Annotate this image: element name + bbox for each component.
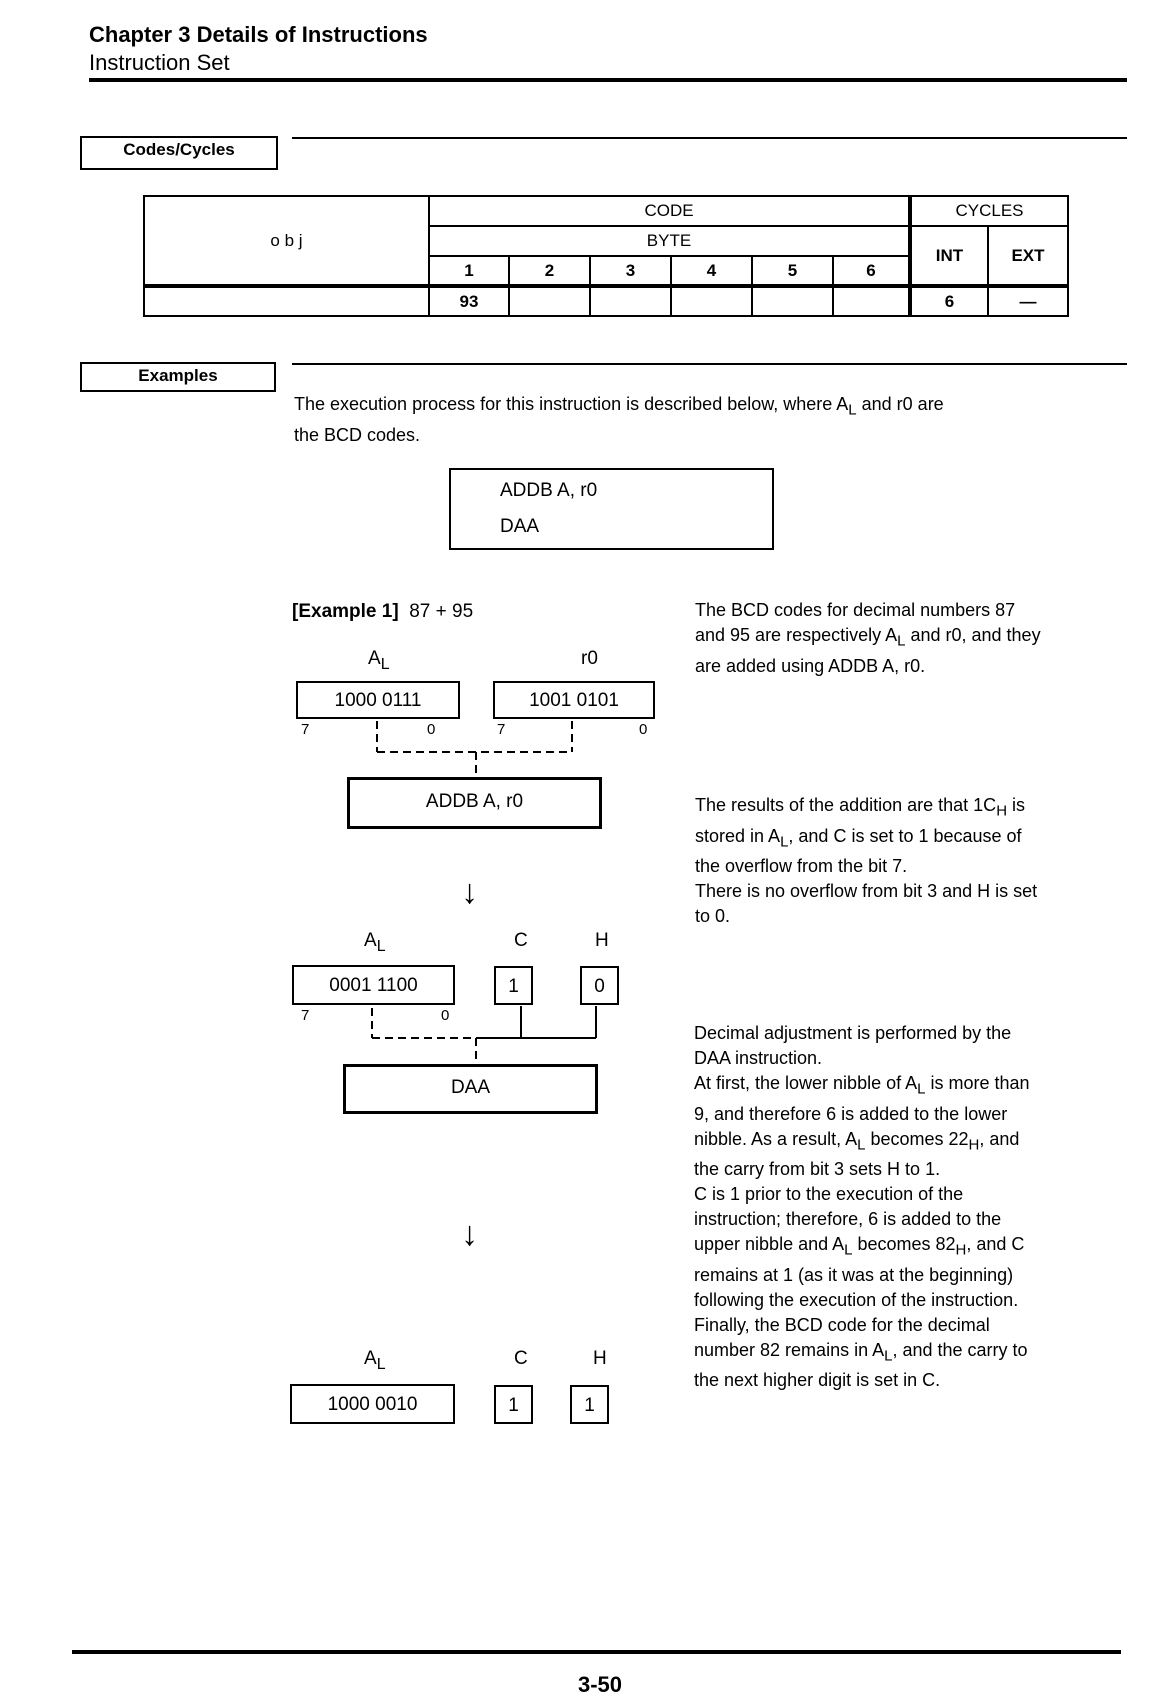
byte-cell: 93 [428,284,510,317]
al-register-initial: 1000 0111 [296,681,460,719]
note-addition-setup: The BCD codes for decimal numbers 87 and… [695,600,1041,676]
code-line-1: ADDB A, r0 [500,480,598,501]
codes-table: o b j CODE CYCLES BYTE INT EXT 1 2 3 4 5… [143,195,1069,317]
byte-cell [751,284,834,317]
example-1-title: [Example 1] [292,601,399,622]
examples-rule [292,363,1127,365]
c-flag-final: 1 [494,1385,533,1424]
byte-cell [832,284,911,317]
bit-7-label: 7 [301,721,310,738]
bit-0-label: 0 [639,721,648,738]
daa-operation-box: DAA [343,1064,598,1114]
h-flag-after-add: 0 [580,966,619,1005]
r0-register-initial: 1001 0101 [493,681,655,719]
codes-cycles-rule [292,137,1127,139]
bit-0-label: 0 [441,1007,450,1024]
byte-header: BYTE [428,225,911,257]
codes-cycles-label: Codes/Cycles [80,136,278,170]
byte-number: 4 [670,255,753,287]
obj-header: o b j [143,195,430,287]
byte-number: 1 [428,255,510,287]
int-cycles-cell: 6 [908,284,989,317]
note-addition-result: The results of the addition are that 1CH… [695,795,1038,927]
int-header: INT [908,225,989,287]
header-rule [89,78,1127,82]
intro-text: The execution process for this instructi… [294,394,849,414]
code-listing-box: ADDB A, r0 DAA [449,468,774,550]
obj-cell [143,284,430,317]
chapter-title: Chapter 3 Details of Instructions [89,22,428,47]
ext-header: EXT [987,225,1069,287]
byte-number: 5 [751,255,834,287]
ext-cycles-cell: — [987,284,1069,317]
byte-cell [670,284,753,317]
byte-cell [589,284,672,317]
byte-number: 3 [589,255,672,287]
examples-label: Examples [80,362,276,392]
footer-rule [72,1650,1121,1654]
c-flag-label: C [514,1348,528,1369]
al-label: AL [368,648,390,673]
examples-intro: The execution process for this instructi… [294,392,1134,448]
al-label: AL [364,930,386,955]
bit-0-label: 0 [427,721,436,738]
byte-cell [508,284,591,317]
c-flag-label: C [514,930,528,951]
c-flag-after-add: 1 [494,966,533,1005]
intro-text-line2: the BCD codes. [294,424,421,445]
r0-label: r0 [581,648,598,669]
code-line-2: DAA [500,516,540,537]
down-arrow-icon: ↓ [461,1215,478,1253]
bit-7-label: 7 [497,721,506,738]
byte-number: 2 [508,255,591,287]
al-label: AL [364,1348,386,1373]
h-flag-label: H [595,930,609,951]
addb-operation-box: ADDB A, r0 [347,777,602,829]
example-1-heading: [Example 1] 87 + 95 [292,601,473,623]
note-decimal-adjustment: Decimal adjustment is performed by the D… [694,1023,1030,1391]
byte-number: 6 [832,255,911,287]
cycles-header: CYCLES [908,195,1069,227]
al-register-final: 1000 0010 [290,1384,455,1424]
example-1-expression: 87 + 95 [409,601,474,622]
bit-7-label: 7 [301,1007,310,1024]
code-header: CODE [428,195,911,227]
intro-subscript: L [848,401,857,419]
intro-text-end: and r0 are [856,394,944,414]
page-number: 3-50 [577,1672,623,1697]
down-arrow-icon: ↓ [461,873,478,911]
al-register-after-add: 0001 1100 [292,965,455,1005]
h-flag-final: 1 [570,1385,609,1424]
h-flag-label: H [593,1348,607,1369]
section-title: Instruction Set [89,50,230,75]
